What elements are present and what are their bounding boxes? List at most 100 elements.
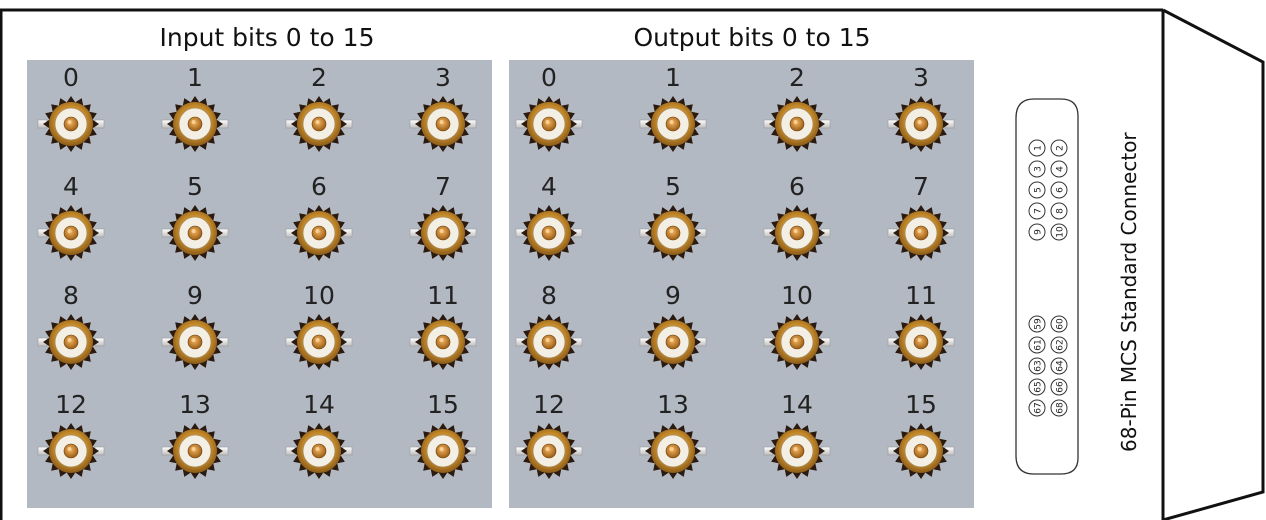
pin-number: 5 — [1034, 187, 1044, 193]
bnc-pin-highlight — [545, 229, 550, 233]
pin-number: 9 — [1034, 229, 1044, 235]
input-bit-label: 12 — [55, 390, 87, 419]
bnc-center-pin — [63, 225, 79, 241]
pin-number: 10 — [1056, 226, 1066, 238]
bnc-pin-highlight — [917, 229, 922, 233]
pin-circle — [1050, 181, 1068, 199]
connector-pin: 6 — [1050, 181, 1068, 199]
pin-number: 3 — [1034, 166, 1044, 172]
output-bnc-connector[interactable]: 5 — [639, 172, 707, 261]
input-bnc-connector[interactable]: 7 — [409, 172, 477, 261]
output-bit-label: 1 — [665, 63, 681, 92]
pin-number: 68 — [1056, 402, 1066, 414]
input-bnc-connector[interactable]: 9 — [161, 281, 229, 370]
input-bnc-connector[interactable]: 6 — [285, 172, 353, 261]
input-bnc-connector[interactable]: 10 — [285, 281, 353, 370]
input-bnc-connector[interactable]: 3 — [409, 63, 477, 152]
output-bit-label: 0 — [541, 63, 557, 92]
output-bnc-connector[interactable]: 6 — [763, 172, 831, 261]
bnc-center-pin — [541, 443, 557, 459]
input-bnc-connector[interactable]: 5 — [161, 172, 229, 261]
output-bit-label: 8 — [541, 281, 557, 310]
input-bit-label: 11 — [427, 281, 459, 310]
pin-number: 4 — [1056, 166, 1066, 172]
output-bit-label: 9 — [665, 281, 681, 310]
output-bnc-connector[interactable]: 0 — [515, 63, 583, 152]
input-bnc-connector[interactable]: 14 — [285, 390, 353, 479]
bnc-center-pin — [187, 443, 203, 459]
pin-number: 1 — [1034, 145, 1044, 151]
pin-circle — [1028, 202, 1046, 220]
input-bit-label: 0 — [63, 63, 79, 92]
output-bnc-connector[interactable]: 4 — [515, 172, 583, 261]
bnc-pin-highlight — [315, 120, 320, 124]
output-bnc-connector[interactable]: 1 — [639, 63, 707, 152]
input-bnc-connector[interactable]: 1 — [161, 63, 229, 152]
bnc-pin-highlight — [793, 229, 798, 233]
pin-circle — [1028, 315, 1046, 333]
bnc-center-pin — [435, 443, 451, 459]
input-bnc-connector[interactable]: 15 — [409, 390, 477, 479]
connector-pin: 65 — [1028, 378, 1046, 396]
pin-circle — [1050, 223, 1068, 241]
connector-pin: 67 — [1028, 399, 1046, 417]
input-bnc-connector[interactable]: 13 — [161, 390, 229, 479]
input-bit-label: 15 — [427, 390, 459, 419]
input-bnc-connector[interactable]: 12 — [37, 390, 105, 479]
connector-pin: 3 — [1028, 160, 1046, 178]
connector-pin: 9 — [1028, 223, 1046, 241]
bnc-center-pin — [665, 443, 681, 459]
input-bnc-connector[interactable]: 8 — [37, 281, 105, 370]
bnc-center-pin — [789, 443, 805, 459]
pin-circle — [1028, 223, 1046, 241]
pin-circle — [1028, 357, 1046, 375]
connector-pin: 10 — [1050, 223, 1068, 241]
output-bnc-connector[interactable]: 9 — [639, 281, 707, 370]
output-bnc-connector[interactable]: 10 — [763, 281, 831, 370]
bnc-pin-highlight — [793, 447, 798, 451]
input-bnc-connector[interactable]: 2 — [285, 63, 353, 152]
bnc-pin-highlight — [439, 338, 444, 342]
connector-pin: 68 — [1050, 399, 1068, 417]
output-bnc-connector[interactable]: 11 — [887, 281, 955, 370]
connector-shell — [1015, 98, 1079, 475]
bnc-center-pin — [187, 225, 203, 241]
bnc-pin-highlight — [545, 447, 550, 451]
output-bnc-connector[interactable]: 3 — [887, 63, 955, 152]
bnc-center-pin — [665, 334, 681, 350]
output-bnc-connector[interactable]: 12 — [515, 390, 583, 479]
output-bnc-connector[interactable]: 14 — [763, 390, 831, 479]
bnc-pin-highlight — [669, 447, 674, 451]
bnc-pin-highlight — [917, 447, 922, 451]
pin-number: 67 — [1034, 402, 1044, 413]
bnc-center-pin — [665, 116, 681, 132]
connector-pin: 8 — [1050, 202, 1068, 220]
output-bit-label: 15 — [905, 390, 937, 419]
connector-pin: 2 — [1050, 139, 1068, 157]
input-bnc-connector[interactable]: 0 — [37, 63, 105, 152]
input-bit-label: 5 — [187, 172, 203, 201]
input-bnc-connector[interactable]: 4 — [37, 172, 105, 261]
output-bnc-connector[interactable]: 2 — [763, 63, 831, 152]
connector-pin: 59 — [1028, 315, 1046, 333]
bnc-center-pin — [789, 116, 805, 132]
output-bnc-connector[interactable]: 13 — [639, 390, 707, 479]
output-bnc-connector[interactable]: 15 — [887, 390, 955, 479]
output-bnc-connector[interactable]: 8 — [515, 281, 583, 370]
pin-circle — [1050, 202, 1068, 220]
bnc-pin-highlight — [669, 229, 674, 233]
bnc-center-pin — [311, 225, 327, 241]
bnc-center-pin — [311, 443, 327, 459]
output-bit-label: 12 — [533, 390, 565, 419]
connector-pin: 63 — [1028, 357, 1046, 375]
connector-pin: 66 — [1050, 378, 1068, 396]
chassis-frame — [0, 8, 1265, 520]
input-bit-label: 9 — [187, 281, 203, 310]
input-bnc-connector[interactable]: 11 — [409, 281, 477, 370]
pin-number: 66 — [1056, 381, 1066, 393]
output-bnc-connector[interactable]: 7 — [887, 172, 955, 261]
input-bit-label: 4 — [63, 172, 79, 201]
